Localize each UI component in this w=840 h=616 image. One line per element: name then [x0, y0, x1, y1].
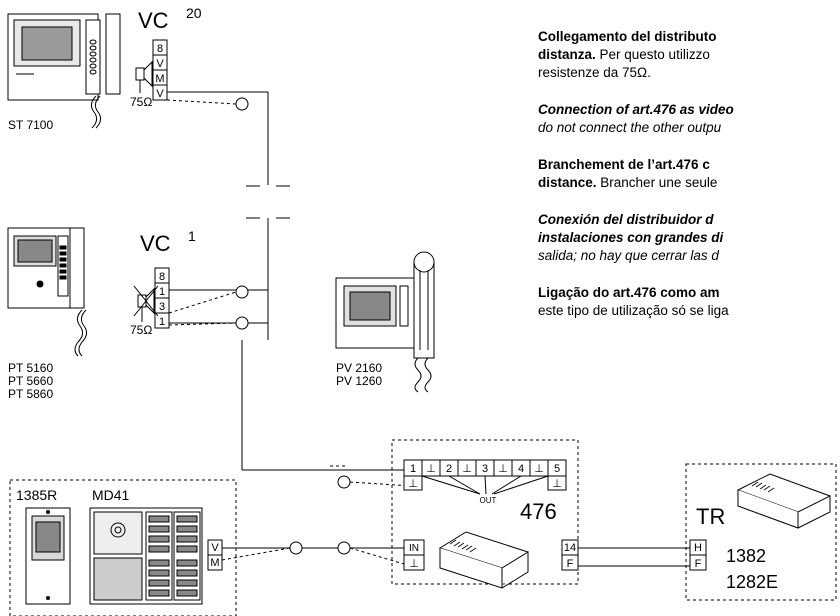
mid-terminal-4: 1: [159, 316, 165, 328]
transformer-module-icon: [736, 473, 832, 529]
pt5160-label: PT 5160: [8, 361, 53, 375]
tr-input-terminal: [561, 539, 579, 571]
it-heading: Collegamento del distributo: [538, 29, 717, 44]
out-terminal-strip: [403, 459, 567, 491]
model-1382-label: 1382: [726, 546, 766, 566]
top-terminal-3: M: [155, 73, 164, 85]
st7100-label: ST 7100: [8, 118, 53, 132]
out-term-8: ⊥: [534, 463, 544, 475]
out-term-3: 2: [446, 463, 452, 475]
en-heading: Connection of art.476 as video: [538, 102, 734, 117]
fr-line2: distance. Brancher une seule: [538, 174, 717, 191]
mid-terminal-1: 8: [159, 271, 165, 283]
top-resistor-icon: [135, 60, 153, 93]
outdoor-station-box: [9, 479, 237, 616]
it-line3: resistenze da 75Ω.: [538, 65, 651, 80]
out-term-ground-right: ⊥: [552, 478, 562, 490]
mid-terminal-strip: [154, 267, 170, 329]
mid-ohm-label: 75Ω: [130, 323, 152, 337]
cable-markers: [235, 97, 351, 555]
vc-top-label: VC: [138, 8, 169, 33]
in-term-in: IN: [409, 543, 419, 554]
out-term-1: 1: [410, 463, 416, 475]
transformer-box: [685, 463, 837, 601]
shield-lines: [166, 99, 413, 565]
tr-output-h: H: [694, 542, 702, 554]
vc-mid-label: VC: [140, 231, 171, 256]
distributor-476-label: 476: [520, 499, 557, 524]
model-1282e-label: 1282E: [726, 572, 778, 592]
panel-1385r-icon: [25, 507, 71, 605]
in-terminal-strip: [403, 539, 425, 571]
pt-heading: Ligação do art.476 como am: [538, 285, 720, 300]
distributor-476-box: [391, 439, 579, 585]
model-1385r-label: 1385R: [16, 487, 57, 503]
pv2160-label: PV 2160: [336, 361, 382, 375]
tr-input-f: F: [567, 558, 574, 570]
pv1260-label: PV 1260: [336, 374, 382, 388]
out-fan-lines: [421, 475, 549, 495]
tr-output-f: F: [695, 558, 702, 570]
top-terminal-4: V: [156, 88, 164, 100]
fr-normal-fragment: Brancher une seule: [596, 175, 718, 190]
out-label: OUT: [480, 496, 497, 505]
tr-output-terminal: [689, 539, 707, 571]
pt5160-monitor-icon: [7, 227, 88, 357]
out-term-6: ⊥: [498, 463, 508, 475]
main-wiring: [167, 91, 690, 567]
top-terminal-2: V: [156, 58, 164, 70]
st7100-monitor-icon: [7, 13, 121, 129]
out-term-4: ⊥: [462, 463, 472, 475]
es-line3: salida; no hay que cerrar las d: [538, 248, 719, 263]
top-terminal-1: 8: [157, 43, 163, 55]
mid-terminal-3: 3: [159, 301, 165, 313]
model-md41-label: MD41: [92, 487, 130, 503]
es-line2: instalaciones con grandes di: [538, 230, 724, 245]
in-term-ground: ⊥: [409, 558, 419, 570]
fr-bold-fragment: distance.: [538, 175, 597, 190]
md41-term-m: M: [210, 557, 219, 569]
mid-terminal-2: 1: [159, 286, 165, 298]
it-normal-fragment: Per questo utilizzo: [595, 47, 710, 62]
tr-label: TR: [696, 504, 725, 529]
tr-input-14: 14: [564, 542, 576, 554]
it-bold-fragment: distanza.: [538, 47, 596, 62]
it-line2: distanza. Per questo utilizzo: [538, 46, 710, 63]
md41-term-v: V: [211, 542, 219, 554]
top-terminal-strip: [152, 39, 168, 101]
out-term-7: 4: [518, 463, 524, 475]
vc-mid-sup: 1: [188, 228, 196, 244]
pt5860-label: PT 5860: [8, 387, 53, 401]
mid-resistor-crossed-icon: [133, 285, 159, 322]
panel-md41-icon: [89, 507, 203, 605]
out-term-9: 5: [554, 463, 560, 475]
fr-heading: Branchement de l’art.476 c: [538, 157, 710, 172]
vc-top-sup: 20: [186, 5, 202, 21]
out-term-ground-left: ⊥: [408, 478, 418, 490]
en-line2: do not connect the other outpu: [538, 120, 722, 135]
es-heading: Conexión del distribuidor d: [538, 212, 714, 227]
pt-line2: este tipo de utilização só se liga: [538, 303, 729, 318]
top-ohm-label: 75Ω: [130, 95, 152, 109]
out-term-5: 3: [482, 463, 488, 475]
din-module-476-icon: [438, 531, 530, 589]
md41-terminal: [207, 539, 223, 571]
out-term-2: ⊥: [426, 463, 436, 475]
pv2160-monitor-icon: [335, 251, 435, 393]
pt5660-label: PT 5660: [8, 374, 53, 388]
